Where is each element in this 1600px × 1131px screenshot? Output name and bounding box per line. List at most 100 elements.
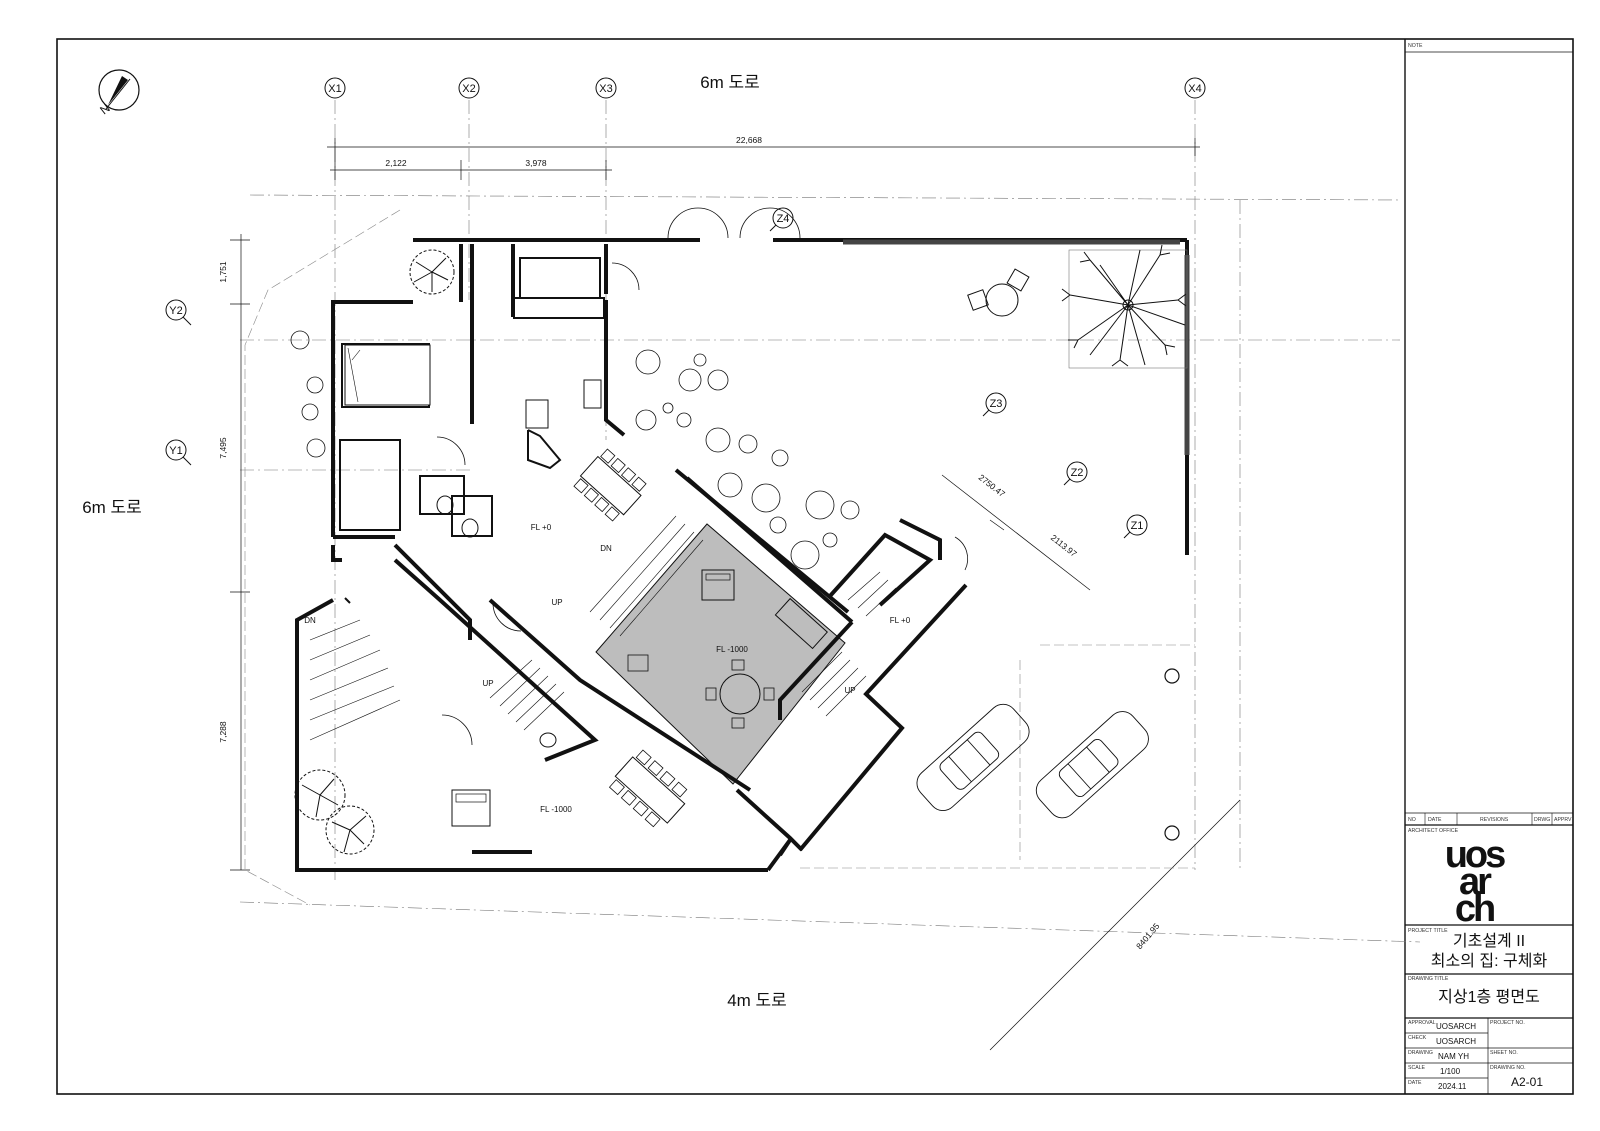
dim-top-1: 2,122 — [385, 158, 407, 168]
grid-bubble-x4 — [1184, 77, 1206, 99]
tree-icon — [294, 769, 375, 855]
stair-up-right: UP — [844, 686, 855, 695]
check-label: CHECK — [1408, 1035, 1427, 1041]
rev-no-label: NO — [1408, 817, 1416, 823]
toilet — [539, 732, 557, 748]
floor-level-sunken: FL -1000 — [716, 645, 748, 654]
check-value: UOSARCH — [1436, 1037, 1476, 1046]
stair-up-center: UP — [551, 598, 562, 607]
grid-bubble-y1 — [165, 439, 187, 461]
grid-label-x4: X4 — [1188, 83, 1201, 95]
window-bottom — [472, 850, 532, 854]
approval-label: APPROVAL — [1408, 1020, 1436, 1026]
floor-level-lower: FL -1000 — [540, 805, 572, 814]
scale-label: SCALE — [1408, 1065, 1426, 1071]
north-arrow-icon: N — [97, 69, 140, 117]
approval-value: UOSARCH — [1436, 1022, 1476, 1031]
toilet — [436, 495, 454, 515]
rev-date-label: DATE — [1428, 817, 1442, 823]
site-boundary — [244, 209, 1195, 906]
round-table — [705, 659, 775, 729]
drawing-title: 지상1층 평면도 — [1438, 988, 1540, 1006]
note-label: NOTE — [1408, 43, 1423, 49]
drawing-by-label: DRAWING — [1408, 1050, 1433, 1056]
grid-bubble-z2 — [1066, 461, 1088, 483]
bollard — [1164, 825, 1180, 841]
grid-bubble-z4 — [772, 207, 794, 229]
drawing-no-value: A2-01 — [1511, 1075, 1543, 1089]
rev-revisions-label: REVISIONS — [1480, 817, 1509, 823]
road-label-bottom: 4m 도로 — [727, 991, 787, 1010]
project-no-label: PROJECT NO. — [1490, 1020, 1525, 1026]
bed-linen — [347, 347, 361, 403]
floor-level-main: FL +0 — [531, 523, 552, 532]
dimension-lines — [230, 138, 1241, 1051]
grid-bubbles — [165, 77, 1206, 539]
glazing-walls — [843, 239, 1190, 455]
doors — [436, 207, 969, 746]
sheet-no-label: SHEET NO. — [1490, 1050, 1518, 1056]
grid-label-z1: Z1 — [1131, 520, 1144, 532]
bed — [344, 344, 431, 406]
project-title-line-1: 기초설계 II — [1453, 932, 1525, 950]
grid-label-z2: Z2 — [1071, 467, 1084, 479]
road-label-left: 6m 도로 — [82, 498, 142, 517]
patio-table — [967, 268, 1030, 317]
grid-bubble-z1 — [1126, 514, 1148, 536]
grid-label-x2: X2 — [462, 83, 475, 95]
drawing-by-value: NAM YH — [1438, 1052, 1469, 1061]
car-icon — [916, 703, 1030, 811]
tree-icon — [409, 249, 455, 295]
dim-top-total: 22,668 — [736, 135, 762, 145]
dim-diag-2: 2113.97 — [1049, 532, 1079, 559]
shrub-cluster — [290, 330, 860, 570]
large-tree-icon — [1061, 244, 1188, 369]
sofa — [774, 597, 828, 650]
scale-value: 1/100 — [1440, 1067, 1461, 1076]
kitchen-sink — [583, 379, 602, 409]
armchair — [701, 569, 735, 601]
road-label-top: 6m 도로 — [700, 73, 760, 92]
grid-bubble-x1 — [324, 77, 346, 99]
dim-left-3: 7,288 — [218, 721, 228, 743]
thin-walls — [339, 257, 605, 604]
stair-dn-center: DN — [600, 544, 612, 553]
toilet — [461, 518, 479, 538]
date-label: DATE — [1408, 1080, 1422, 1086]
grid-label-z4: Z4 — [777, 213, 790, 225]
title-block — [1404, 39, 1573, 1094]
grid-bubble-z3 — [985, 392, 1007, 414]
grid-label-x1: X1 — [328, 83, 341, 95]
grid-bubble-x2 — [458, 77, 480, 99]
rev-drwg-label: DRWG — [1534, 817, 1550, 823]
side-table — [627, 654, 649, 672]
dim-diag-1: 2750.47 — [977, 472, 1008, 499]
stairs — [309, 515, 897, 741]
date-value: 2024.11 — [1438, 1082, 1467, 1091]
cooktop — [525, 399, 549, 429]
grid-label-z3: Z3 — [990, 398, 1003, 410]
stair-up-left: UP — [482, 679, 493, 688]
floor-level-right: FL +0 — [890, 616, 911, 625]
dim-top-2: 3,978 — [525, 158, 547, 168]
armchair-lower — [451, 789, 491, 827]
sheet-border — [56, 38, 1574, 1095]
dining-table-lower — [608, 749, 688, 828]
project-title-line-2: 최소의 집: 구체화 — [1431, 952, 1548, 970]
dim-diag-3: 8401.95 — [1134, 921, 1162, 951]
grid-bubble-y2 — [165, 299, 187, 321]
rev-apprv-label: APPRV — [1554, 817, 1572, 823]
logo-line-3: ch — [1455, 888, 1494, 930]
dim-left-2: 7,495 — [218, 437, 228, 459]
sunken-living-room — [595, 523, 846, 785]
drawing-no-label: DRAWING NO. — [1490, 1065, 1526, 1071]
dim-left-1: 1,751 — [218, 261, 228, 283]
architect-office-label: ARCHITECT OFFICE — [1408, 828, 1459, 834]
project-title-label: PROJECT TITLE — [1408, 928, 1448, 934]
stair-dn-left: DN — [304, 616, 316, 625]
dining-table-upper — [573, 448, 647, 522]
bollard — [1164, 668, 1180, 684]
logo-line-1: uos — [1445, 834, 1505, 876]
